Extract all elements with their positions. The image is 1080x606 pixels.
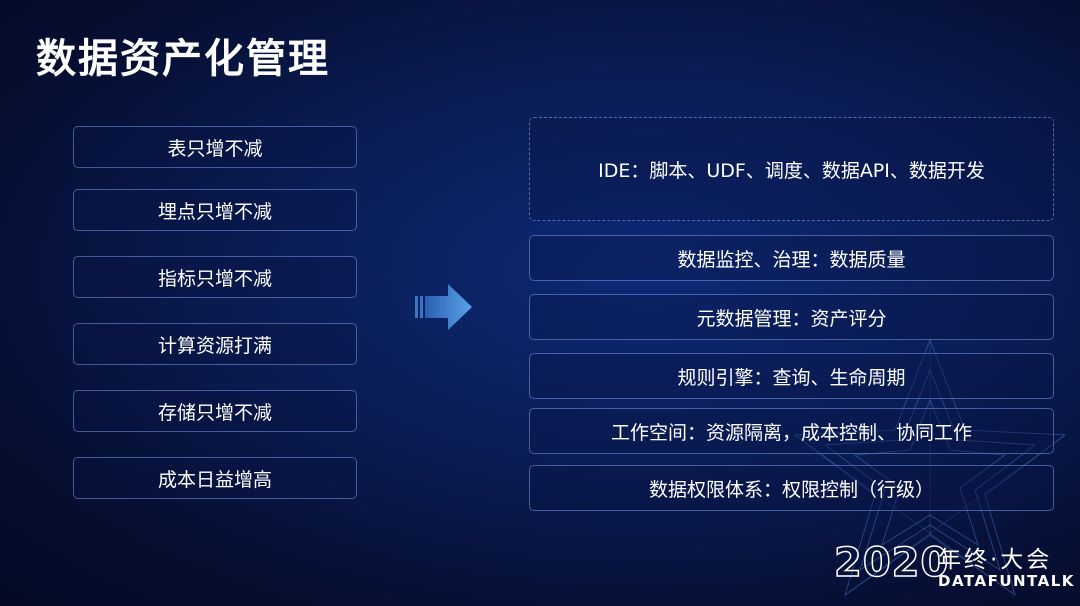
logo-cn: 年终·大会 — [938, 547, 1053, 573]
right-item: 元数据管理：资产评分 — [529, 294, 1054, 340]
right-arrow-icon — [415, 284, 472, 330]
slide-title: 数据资产化管理 — [36, 36, 330, 82]
right-item: IDE：脚本、UDF、调度、数据API、数据开发 — [529, 117, 1054, 221]
right-item: 工作空间：资源隔离，成本控制、协同工作 — [529, 408, 1054, 454]
logo-year: 2020 — [833, 539, 950, 587]
logo-en: DATAFUNTALK — [938, 572, 1075, 590]
left-item: 存储只增不减 — [73, 390, 357, 432]
right-item: 数据监控、治理：数据质量 — [529, 235, 1054, 281]
left-item: 埋点只增不减 — [73, 189, 357, 231]
left-item: 指标只增不减 — [73, 256, 357, 298]
left-item: 计算资源打满 — [73, 323, 357, 365]
left-item: 表只增不减 — [73, 126, 357, 168]
right-item: 数据权限体系：权限控制（行级） — [529, 465, 1054, 511]
left-item: 成本日益增高 — [73, 457, 357, 499]
right-item: 规则引擎：查询、生命周期 — [529, 353, 1054, 399]
